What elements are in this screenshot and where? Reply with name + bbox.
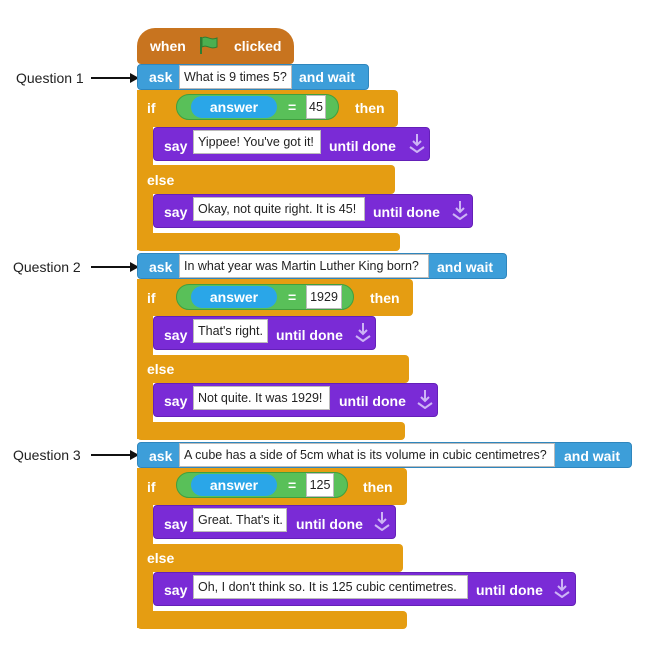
and-wait-label: and wait <box>437 259 494 275</box>
equals-sign: = <box>288 289 297 305</box>
ask-prompt-q2[interactable]: In what year was Martin Luther King born… <box>179 254 429 278</box>
and-wait-label: and wait <box>564 448 621 464</box>
say-label: say <box>164 138 188 154</box>
then-label: then <box>355 100 385 116</box>
else-label: else <box>147 550 175 566</box>
and-wait-label: and wait <box>299 69 356 85</box>
question-3-label: Question 3 <box>13 447 81 463</box>
equals-sign: = <box>288 99 297 115</box>
then-label: then <box>363 479 393 495</box>
question-3-arrow <box>91 454 131 456</box>
else-label: else <box>147 361 175 377</box>
question-3-arrowhead <box>130 450 139 460</box>
if-else-foot-q1 <box>137 233 400 251</box>
ask-label: ask <box>149 69 173 85</box>
question-1-arrowhead <box>130 73 139 83</box>
answer-reporter[interactable]: answer <box>191 286 277 308</box>
if-label: if <box>147 479 156 495</box>
ask-label: ask <box>149 259 173 275</box>
until-done-label: until done <box>276 327 343 343</box>
say-label: say <box>164 327 188 343</box>
say-label: say <box>164 204 188 220</box>
say-text-q2-right[interactable]: That's right. <box>193 319 268 343</box>
if-else-foot-q3 <box>137 611 407 629</box>
ask-label: ask <box>149 448 173 464</box>
say-label: say <box>164 516 188 532</box>
clicked-label: clicked <box>234 38 282 54</box>
green-flag-icon <box>200 36 218 54</box>
text-to-speech-icon <box>409 134 425 153</box>
question-1-label: Question 1 <box>16 70 84 86</box>
question-2-label: Question 2 <box>13 259 81 275</box>
say-label: say <box>164 393 188 409</box>
say-text-q3-wrong[interactable]: Oh, I don't think so. It is 125 cubic ce… <box>193 575 468 599</box>
text-to-speech-icon <box>374 512 390 531</box>
if-label: if <box>147 100 156 116</box>
until-done-label: until done <box>296 516 363 532</box>
answer-reporter[interactable]: answer <box>191 96 277 118</box>
ask-prompt-q1[interactable]: What is 9 times 5? <box>179 65 292 89</box>
until-done-label: until done <box>329 138 396 154</box>
say-text-q1-wrong[interactable]: Okay, not quite right. It is 45! <box>193 197 365 221</box>
text-to-speech-icon <box>417 390 433 409</box>
else-bar-q3 <box>137 544 403 572</box>
if-else-foot-q2 <box>137 422 405 440</box>
answer-value-q3[interactable]: 125 <box>306 473 334 497</box>
say-text-q3-right[interactable]: Great. That's it. <box>193 508 287 532</box>
text-to-speech-icon <box>554 579 570 598</box>
ask-prompt-q3[interactable]: A cube has a side of 5cm what is its vol… <box>179 443 555 467</box>
question-1-arrow <box>91 77 131 79</box>
say-text-q1-right[interactable]: Yippee! You've got it! <box>193 130 321 154</box>
until-done-label: until done <box>476 582 543 598</box>
text-to-speech-icon <box>452 201 468 220</box>
answer-reporter[interactable]: answer <box>191 474 277 496</box>
until-done-label: until done <box>339 393 406 409</box>
say-text-q2-wrong[interactable]: Not quite. It was 1929! <box>193 386 330 410</box>
equals-sign: = <box>288 477 297 493</box>
until-done-label: until done <box>373 204 440 220</box>
else-bar-q1 <box>137 165 395 194</box>
question-2-arrowhead <box>130 262 139 272</box>
say-label: say <box>164 582 188 598</box>
text-to-speech-icon <box>355 323 371 342</box>
else-label: else <box>147 172 175 188</box>
then-label: then <box>370 290 400 306</box>
else-bar-q2 <box>137 355 409 383</box>
when-label: when <box>150 38 186 54</box>
answer-value-q2[interactable]: 1929 <box>306 285 342 309</box>
question-2-arrow <box>91 266 131 268</box>
if-label: if <box>147 290 156 306</box>
answer-value-q1[interactable]: 45 <box>306 95 326 119</box>
